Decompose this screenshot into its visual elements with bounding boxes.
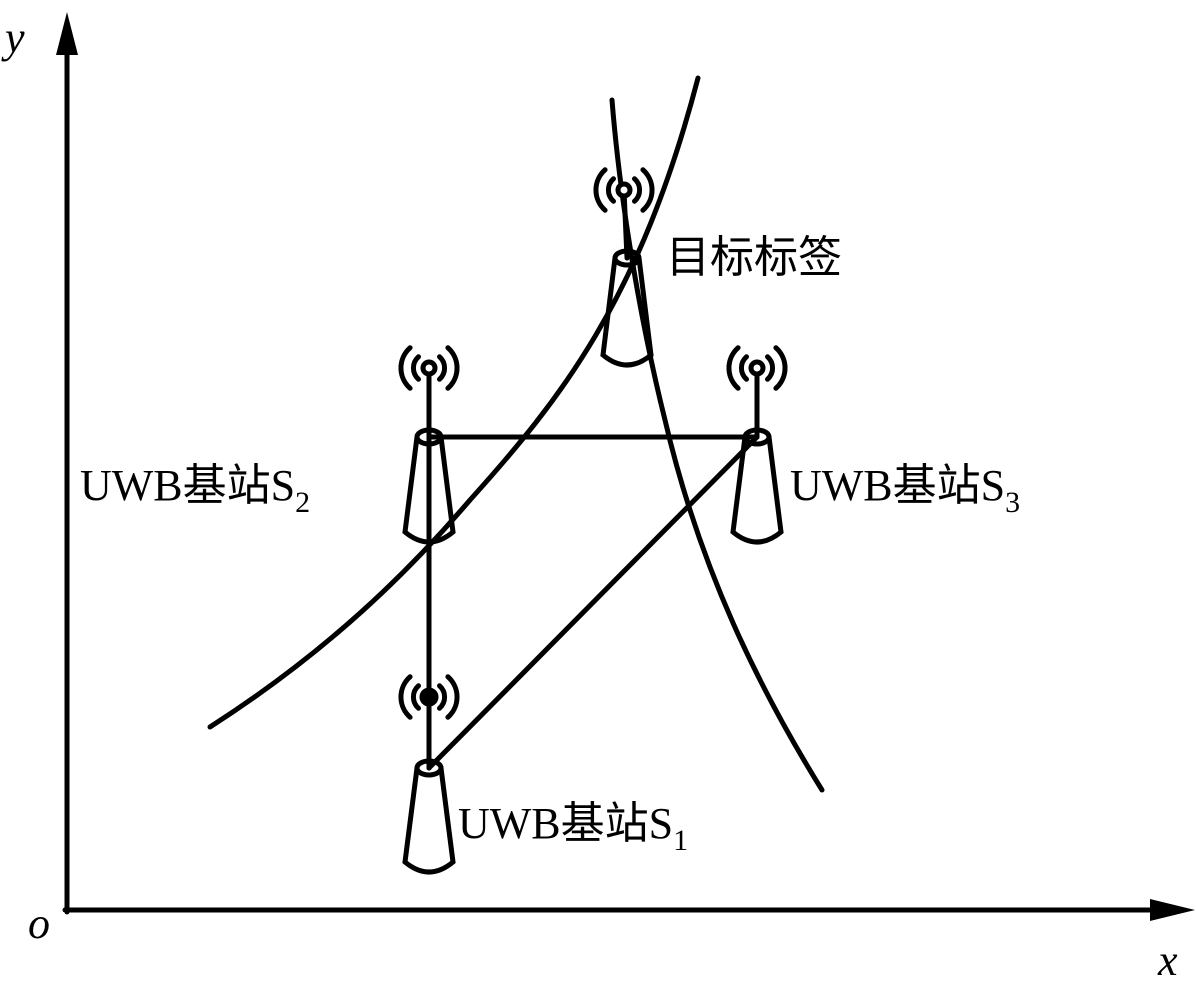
signal-wave-icon xyxy=(437,683,448,711)
station-s3-tower xyxy=(726,345,788,545)
signal-wave-icon xyxy=(410,354,421,382)
tower-body xyxy=(600,255,654,368)
antenna-node-icon xyxy=(615,181,633,199)
station-s3-label: UWB基站S3 xyxy=(790,461,1020,519)
signal-wave-icon xyxy=(632,176,643,204)
tower-body xyxy=(402,434,456,545)
antenna-node-icon xyxy=(420,359,438,377)
tower-body xyxy=(402,765,456,875)
signal-wave-icon xyxy=(445,674,460,720)
tower-body xyxy=(730,434,784,545)
station-s1-tower xyxy=(398,674,460,875)
signal-wave-icon xyxy=(445,345,460,391)
signal-wave-icon xyxy=(593,167,608,213)
y-axis-arrow xyxy=(56,12,78,55)
signal-wave-icon xyxy=(773,345,788,391)
baseline-s3-s1 xyxy=(426,434,760,771)
antenna-mast xyxy=(621,187,630,261)
signal-wave-icon xyxy=(765,354,776,382)
signal-wave-icon xyxy=(726,345,741,391)
signal-wave-icon xyxy=(605,176,616,204)
antenna-node-icon xyxy=(748,359,766,377)
signal-wave-icon xyxy=(640,167,655,213)
station-s2-label: UWB基站S2 xyxy=(80,461,310,519)
signal-wave-icon xyxy=(398,345,413,391)
signal-wave-icon xyxy=(398,674,413,720)
x-axis-arrow xyxy=(1150,899,1195,921)
target-tag-tower xyxy=(593,167,655,368)
x-axis-label: x xyxy=(1157,936,1178,985)
signal-wave-icon xyxy=(437,354,448,382)
signal-wave-icon xyxy=(410,683,421,711)
signal-wave-icon xyxy=(738,354,749,382)
hyperbola-curve-right xyxy=(609,97,825,793)
antenna-node-icon xyxy=(419,687,439,707)
station-s1-label: UWB基站S1 xyxy=(458,799,688,857)
hyperbola-curve-left xyxy=(207,75,701,730)
station-s2-tower xyxy=(398,345,460,545)
target-tag-label: 目标标签 xyxy=(666,233,842,282)
y-axis-label: y xyxy=(1,13,25,62)
origin-label: o xyxy=(28,899,50,948)
